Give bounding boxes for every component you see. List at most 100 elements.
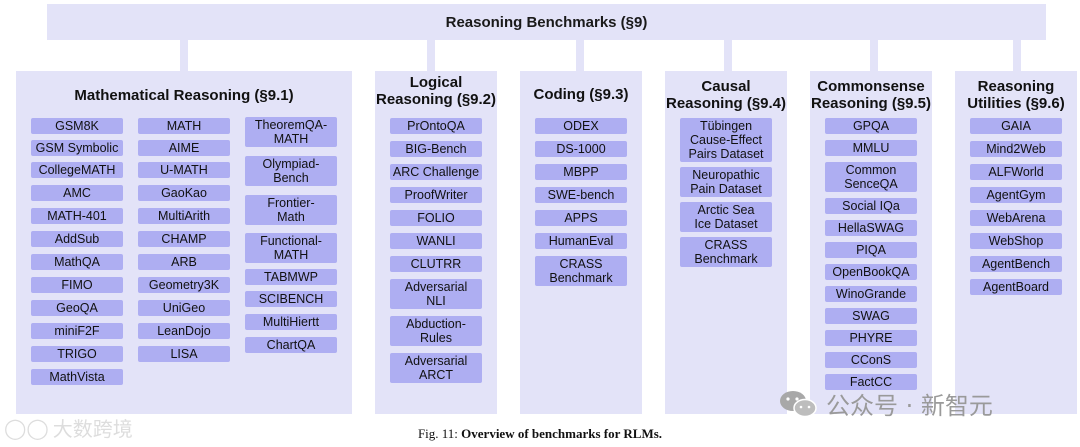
benchmark-chip-gaokao: GaoKao [138, 185, 230, 201]
watermark-left-text: 大数跨境 [52, 417, 133, 441]
benchmark-chip-gpqa: GPQA [825, 118, 917, 134]
benchmark-chip-proofwriter: ProofWriter [390, 187, 482, 203]
root-node: Reasoning Benchmarks (§9) [47, 4, 1046, 40]
watermark-logo-icon: ◯◯ [4, 415, 49, 440]
benchmark-chip-hellaswag: HellaSWAG [825, 220, 917, 236]
benchmark-chip-alfworld: ALFWorld [970, 164, 1062, 180]
panel-commonsense-reasoning: Commonsense Reasoning (§9.5) GPQA MMLU Com… [810, 71, 932, 414]
benchmark-chip-ds-1000: DS-1000 [535, 141, 627, 157]
benchmark-chip-theoremqa-math: TheoremQA- MATH [245, 117, 337, 147]
benchmark-chip-arc-challenge: ARC Challenge [390, 164, 482, 180]
benchmark-chip-mind2web: Mind2Web [970, 141, 1062, 157]
benchmark-chip-champ: CHAMP [138, 231, 230, 247]
benchmark-chip-addsub: AddSub [31, 231, 123, 247]
connector-logical [427, 40, 435, 71]
watermark-left: ◯◯ 大数跨境 [4, 413, 133, 442]
benchmark-chip-social-iqa: Social IQa [825, 198, 917, 214]
benchmark-chip-ccons: CConS [825, 352, 917, 368]
root-title: Reasoning Benchmarks (§9) [445, 13, 648, 31]
benchmark-chip-piqa: PIQA [825, 242, 917, 258]
benchmark-chip-clutrr: CLUTRR [390, 256, 482, 272]
benchmark-chip-agentgym: AgentGym [970, 187, 1062, 203]
caption-prefix: Fig. 11: [417, 426, 458, 441]
benchmark-chip-fimo: FIMO [31, 277, 123, 293]
benchmark-chip-gsm-symbolic: GSM Symbolic [31, 140, 123, 156]
benchmark-chip-mathqa: MathQA [31, 254, 123, 270]
benchmark-chip-multihiertt: MultiHiertt [245, 314, 337, 330]
benchmark-chip-crass-benchmark: CRASS Benchmark [680, 237, 772, 267]
connector-utilities [1013, 40, 1021, 71]
panel-title: Mathematical Reasoning (§9.1) [74, 87, 294, 104]
benchmark-chip-swe-bench: SWE-bench [535, 187, 627, 203]
benchmark-chip-adversarial-arct: Adversarial ARCT [390, 353, 482, 383]
benchmark-chip-chartqa: ChartQA [245, 337, 337, 353]
benchmark-chip-minif2f: miniF2F [31, 323, 123, 339]
figure-caption: Fig. 11: Overview of benchmarks for RLMs… [0, 426, 1080, 442]
benchmark-chip-trigo: TRIGO [31, 346, 123, 362]
benchmark-chip-big-bench: BIG-Bench [390, 141, 482, 157]
benchmark-chip-gsm8k: GSM8K [31, 118, 123, 134]
panel-title: Coding (§9.3) [533, 86, 629, 103]
panel-logical-reasoning: Logical Reasoning (§9.2) PrOntoQA BIG-Ben… [375, 71, 497, 414]
connector-commonsense [870, 40, 878, 71]
watermark-right-text: 公众号 · 新智元 [826, 392, 993, 420]
benchmark-chip-arctic-sea-ice-dataset: Arctic Sea Ice Dataset [680, 202, 772, 232]
benchmark-chip-phyre: PHYRE [825, 330, 917, 346]
benchmark-chip-agentboard: AgentBoard [970, 279, 1062, 295]
benchmark-chip-abduction-rules: Abduction- Rules [390, 316, 482, 346]
caption-title: Overview of benchmarks for RLMs. [461, 426, 663, 441]
benchmark-chip-arb: ARB [138, 254, 230, 270]
benchmark-chip-neuropathic-pain-dataset: Neuropathic Pain Dataset [680, 167, 772, 197]
benchmark-chip-mathvista: MathVista [31, 369, 123, 385]
benchmark-chip-aime: AIME [138, 140, 230, 156]
panel-title: Causal Reasoning (§9.4) [665, 78, 787, 112]
benchmark-chip-math-401: MATH-401 [31, 208, 123, 224]
benchmark-chip-prontoqa: PrOntoQA [390, 118, 482, 134]
benchmark-chip-gaia: GAIA [970, 118, 1062, 134]
benchmark-chip-leandojo: LeanDojo [138, 323, 230, 339]
benchmark-chip-collegemath: CollegeMATH [31, 162, 123, 178]
connector-coding [576, 40, 584, 71]
benchmark-chip-mbpp: MBPP [535, 164, 627, 180]
benchmark-chip-folio: FOLIO [390, 210, 482, 226]
benchmark-chip-frontier-math: Frontier- Math [245, 195, 337, 225]
benchmark-chip-olympiad-bench: Olympiad- Bench [245, 156, 337, 186]
benchmark-chip-factcc: FactCC [825, 374, 917, 390]
benchmark-chip-odex: ODEX [535, 118, 627, 134]
benchmark-chip-webshop: WebShop [970, 233, 1062, 249]
benchmark-chip-multiarith: MultiArith [138, 208, 230, 224]
benchmark-chip-mmlu: MMLU [825, 140, 917, 156]
benchmark-chip-t-bingen-cause-effect-pairs-dataset: Tübingen Cause-Effect Pairs Dataset [680, 118, 772, 162]
benchmark-chip-geometry3k: Geometry3K [138, 277, 230, 293]
watermark-right: 公众号 · 新智元 [778, 386, 993, 421]
benchmark-chip-math: MATH [138, 118, 230, 134]
benchmark-chip-u-math: U-MATH [138, 162, 230, 178]
benchmark-chip-adversarial-nli: Adversarial NLI [390, 279, 482, 309]
benchmark-chip-functional-math: Functional- MATH [245, 233, 337, 263]
benchmark-chip-amc: AMC [31, 185, 123, 201]
benchmark-chip-tabmwp: TABMWP [245, 269, 337, 285]
benchmark-chip-webarena: WebArena [970, 210, 1062, 226]
benchmark-chip-humaneval: HumanEval [535, 233, 627, 249]
benchmark-chip-geoqa: GeoQA [31, 300, 123, 316]
benchmark-chip-wanli: WANLI [390, 233, 482, 249]
connector-math [180, 40, 188, 71]
benchmark-chip-unigeo: UniGeo [138, 300, 230, 316]
benchmark-chip-common-senceqa: Common SenceQA [825, 162, 917, 192]
panel-title: Logical Reasoning (§9.2) [375, 74, 497, 108]
panel-mathematical-reasoning: Mathematical Reasoning (§9.1) GSM8K GSM S… [16, 71, 352, 414]
benchmark-chip-scibench: SCIBENCH [245, 291, 337, 307]
benchmark-chip-agentbench: AgentBench [970, 256, 1062, 272]
connector-causal [724, 40, 732, 71]
panel-causal-reasoning: Causal Reasoning (§9.4) Tübingen Cause-E… [665, 71, 787, 414]
benchmark-chip-winogrande: WinoGrande [825, 286, 917, 302]
benchmark-chip-lisa: LISA [138, 346, 230, 362]
panel-title: Reasoning Utilities (§9.6) [967, 78, 1065, 112]
benchmark-chip-apps: APPS [535, 210, 627, 226]
benchmark-chip-crass-benchmark: CRASS Benchmark [535, 256, 627, 286]
panel-title: Commonsense Reasoning (§9.5) [810, 78, 932, 112]
benchmark-chip-swag: SWAG [825, 308, 917, 324]
benchmark-chip-openbookqa: OpenBookQA [825, 264, 917, 280]
